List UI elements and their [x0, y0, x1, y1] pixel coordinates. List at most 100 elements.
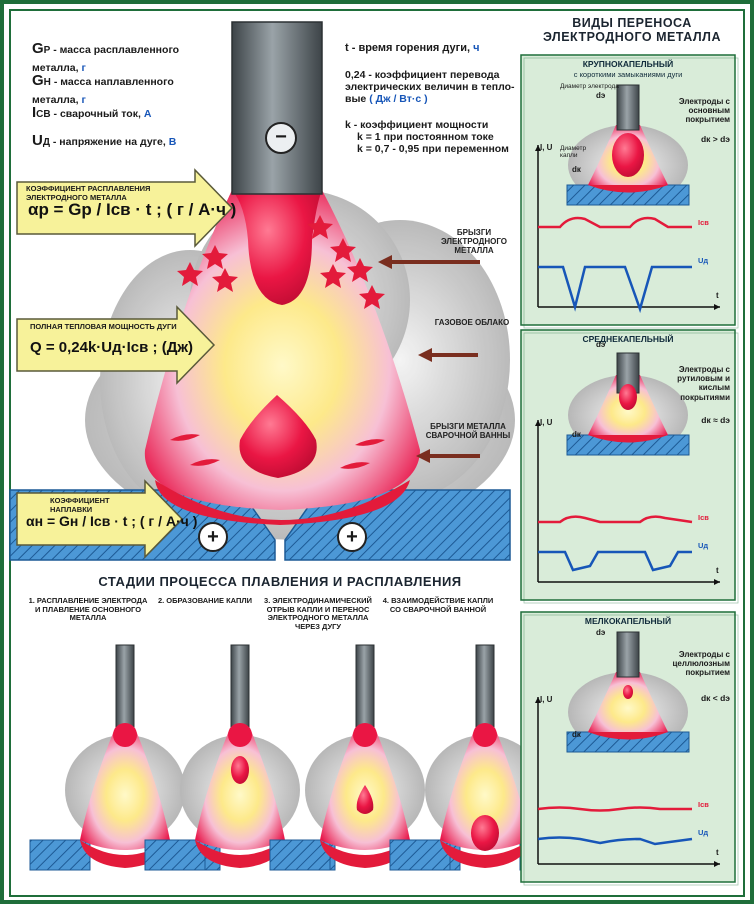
dk-label: dк [572, 430, 581, 439]
legend-definition: - напряжение на дуге, [49, 136, 169, 148]
legend-left-item: UД - напряжение на дуге, В [32, 132, 202, 150]
current-label: Iсв [698, 513, 709, 522]
de-label: dэ [596, 91, 606, 100]
axis-y-label: I, U [540, 418, 553, 427]
panels-art [520, 54, 739, 886]
electrode-type: Электроды с рутиловым и кислым покрытиям… [677, 365, 730, 402]
panel-subtitle: с короткими замыканиями дуги [573, 70, 683, 79]
electrode-rod [231, 21, 323, 195]
drop-relation: dк > dэ [700, 134, 730, 144]
legend-left-item: GН - масса наплавленного металла, г [32, 72, 202, 109]
legend-symbol: G [32, 40, 44, 57]
de-label: dэ [596, 628, 606, 637]
label-spatter-pool: БРЫЗГИ МЕТАЛЛА СВАРОЧНОЙ ВАННЫ [425, 422, 511, 440]
current-label: Iсв [698, 218, 709, 227]
label-gas-cloud: ГАЗОВОЕ ОБЛАКО [434, 318, 510, 327]
legend-unit: В [168, 136, 177, 148]
deposit-title: КОЭФФИЦИЕНТ НАПЛАВКИ [50, 496, 110, 514]
stage-illustration [144, 644, 336, 871]
panel-title: МЕЛКОКАПЕЛЬНЫЙ [584, 616, 672, 626]
legend-symbol: U [32, 132, 43, 149]
voltage-label: Uд [698, 541, 709, 550]
legend-t-unit: ч [473, 42, 480, 54]
pointer-arrows [378, 255, 480, 463]
legend-definition: - масса расплавленного металла, [32, 44, 180, 75]
stages-title: СТАДИИ ПРОЦЕССА ПЛАВЛЕНИЯ И РАСПЛАВЛЕНИЯ [98, 574, 462, 589]
legend-definition: - масса наплавленного металла, [32, 76, 174, 107]
melting-formula: αр = Gр / Iсв · t ; ( г / А·ч ) [28, 200, 237, 219]
axis-y-label: I, U [540, 143, 553, 152]
deposit-formula: αн = Gн / Iсв · t ; ( г / А·ч ) [26, 513, 198, 529]
power-formula: Q = 0,24k·Uд·Iсв ; (Дж) [30, 339, 194, 356]
legend-unit: А [143, 108, 152, 120]
legend-k1: k = 1 при постоянном токе [357, 130, 494, 143]
legend-symbol: G [32, 72, 44, 89]
current-waveform [538, 515, 693, 524]
electrode-tip-molten [232, 190, 322, 305]
axis-x-label: t [716, 291, 719, 300]
weld-pool [155, 480, 410, 525]
axis-x-label: t [716, 848, 719, 857]
voltage-label: Uд [698, 256, 709, 265]
inner-frame [9, 9, 745, 897]
stages-art [29, 644, 581, 871]
stage-illustration [29, 644, 221, 871]
transfer-panel [520, 611, 739, 886]
stage-label: 3. ЭЛЕКТРОДИНАМИЧЕСКИЙ ОТРЫВ КАПЛИ И ПЕР… [264, 596, 372, 631]
legend-subscript: Р [43, 45, 51, 56]
legend-unit: г [81, 94, 86, 107]
legend-k2: k = 0,7 - 0,95 при переменном [357, 142, 509, 155]
plus-left [198, 522, 228, 552]
dk-label: dк [572, 165, 581, 174]
stage-label: 1. РАСПЛАВЛЕНИЕ ЭЛЕКТРОДА И ПЛАВЛЕНИЕ ОС… [28, 596, 148, 623]
voltage-waveform [537, 836, 693, 846]
label-spatter-electrode: БРЫЗГИ ЭЛЕКТРОДНОГО МЕТАЛЛА [440, 228, 507, 255]
electrode-type: Электроды с целлюлозным покрытием [672, 650, 730, 678]
plus-right-sign: + [346, 526, 358, 548]
arc-drop [239, 395, 317, 478]
transfer-title: ВИДЫ ПЕРЕНОСА ЭЛЕКТРОДНОГО МЕТАЛЛА [543, 16, 721, 44]
legend-subscript: Д [42, 137, 50, 148]
legend-unit: г [81, 62, 86, 75]
axis-x-label: t [716, 566, 719, 575]
melting-coef-title: КОЭФФИЦИЕНТ РАСПЛАВЛЕНИЯ ЭЛЕКТРОДНОГО МЕ… [26, 184, 151, 202]
legend-left-item: GР - масса расплавленного металла, г [32, 40, 202, 77]
plus-left-sign: + [207, 526, 219, 548]
callout-shapes [16, 168, 234, 559]
legend-subscript: Н [43, 77, 51, 88]
panel-title: СРЕДНЕКАПЕЛЬНЫЙ [582, 334, 674, 344]
legend-left-item: IСВ - сварочный ток, А [32, 104, 202, 122]
drop-relation: dк ≈ dэ [701, 415, 730, 425]
drop-diameter-label: Диаметр капли [560, 145, 587, 160]
panel-title: КРУПНОКАПЕЛЬНЫЙ [582, 59, 674, 69]
plus-right [337, 522, 367, 552]
current-waveform [537, 806, 692, 812]
legend-t: t - время горения дуги, [345, 42, 471, 54]
transfer-panel [520, 54, 739, 329]
de-label: dэ [596, 340, 606, 349]
legend-k024: 0,24 - коэффициент перевода электрически… [345, 68, 515, 105]
electrode-minus: − [275, 126, 287, 148]
voltage-waveform [538, 265, 692, 314]
spatter-stars [177, 215, 385, 309]
legend-symbol: I [32, 104, 37, 121]
voltage-label: Uд [698, 828, 709, 837]
drop-relation: dк < dэ [700, 693, 730, 703]
pool-spatter [170, 434, 385, 469]
stage-label: 4. ВЗАИМОДЕЙСТВИЕ КАПЛИ СО СВАРОЧНОЙ ВАН… [382, 596, 494, 614]
legend-definition: - сварочный ток, [50, 108, 144, 120]
power-title: ПОЛНАЯ ТЕПЛОВАЯ МОЩНОСТЬ ДУГИ [30, 322, 177, 331]
current-waveform [538, 216, 692, 229]
legend-right: t - время горения дуги, ч 0,24 - коэффиц… [345, 42, 515, 155]
minus-sign [265, 122, 297, 154]
dk-label: dк [572, 730, 581, 739]
legend-k024-unit: ( Дж / Вт·с ) [369, 92, 428, 105]
stage-illustration [269, 644, 461, 871]
current-label: Iсв [698, 800, 709, 809]
axis-y-label: I, U [540, 695, 553, 704]
stage-label: 2. ОБРАЗОВАНИЕ КАПЛИ [157, 596, 253, 605]
legend-subscript: СВ [36, 109, 51, 120]
